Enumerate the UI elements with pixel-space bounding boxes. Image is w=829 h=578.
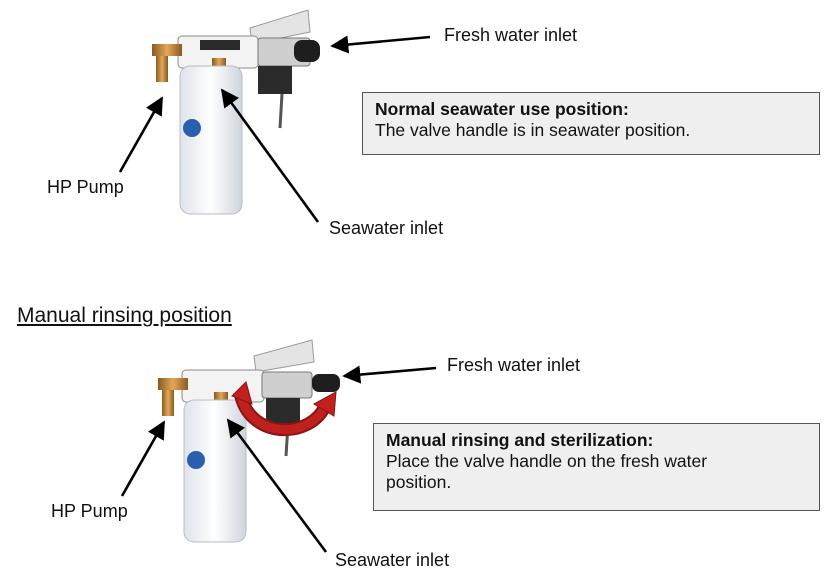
info-box-title: Normal seawater use position: [375, 99, 629, 119]
seawater-arrow [220, 88, 320, 223]
hp-pump-label: HP Pump [47, 177, 124, 197]
info-box-text: The valve handle is in seawater position… [375, 120, 691, 140]
rinsing-info-box: Manual rinsing and sterilization: Place … [373, 423, 820, 511]
hp-pump-label-bottom: HP Pump [51, 501, 128, 521]
hp-pump-arrow [118, 96, 164, 173]
seawater-inlet-label-bottom: Seawater inlet [335, 550, 450, 570]
fresh-water-arrow-bottom [342, 365, 437, 384]
rinsing-box-title: Manual rinsing and sterilization: [386, 430, 654, 450]
curved-rotation-arrow-icon [231, 381, 337, 437]
seawater-inlet-label: Seawater inlet [329, 218, 444, 238]
hp-pump-arrow-bottom [120, 420, 166, 497]
fresh-water-inlet-label: Fresh water inlet [444, 25, 578, 45]
seawater-arrow-bottom [226, 418, 328, 553]
rinsing-box-text-line1: Place the valve handle on the fresh wate… [386, 451, 708, 471]
fresh-water-inlet-label-bottom: Fresh water inlet [447, 355, 581, 375]
normal-use-info-box: Normal seawater use position: The valve … [362, 92, 820, 155]
top-filter-assembly [152, 9, 320, 215]
rinsing-box-text-line2: position. [386, 472, 452, 492]
bottom-filter-assembly [158, 339, 340, 543]
fresh-water-arrow [330, 35, 431, 54]
section-heading: Manual rinsing position [17, 304, 232, 327]
